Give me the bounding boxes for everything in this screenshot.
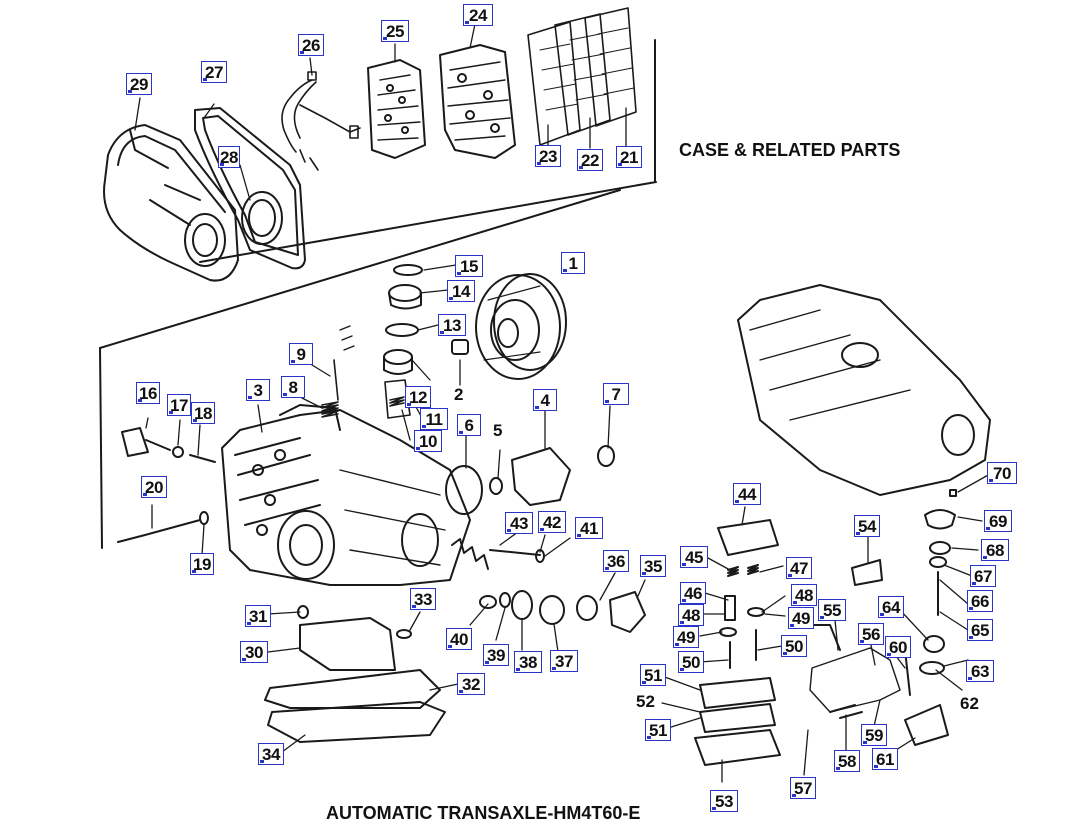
transaxle-case-drawing — [221, 404, 471, 586]
callout-56: 56 — [858, 623, 884, 645]
callout-46: 46 — [680, 582, 706, 604]
callout-19: 19 — [190, 553, 214, 575]
callout-13: 13 — [438, 314, 466, 336]
callout-14: 14 — [447, 280, 475, 302]
callout-51b: 51 — [645, 719, 671, 741]
callout-29: 29 — [126, 73, 152, 95]
callout-49a: 49 — [673, 626, 699, 648]
callout-32: 32 — [457, 673, 485, 695]
callout-65: 65 — [967, 619, 993, 641]
servo-parts-drawing — [451, 538, 646, 633]
pump-cover-drawing — [445, 445, 615, 515]
callout-66: 66 — [967, 590, 993, 612]
callout-17: 17 — [167, 394, 191, 416]
torque-converter-drawing — [475, 273, 567, 380]
callout-28: 28 — [218, 146, 240, 168]
callout-7: 7 — [603, 383, 629, 405]
callout-25: 25 — [381, 20, 409, 42]
section-title: CASE & RELATED PARTS — [679, 140, 901, 160]
callout-38: 38 — [514, 651, 542, 673]
callout-39: 39 — [483, 644, 509, 666]
callout-23: 23 — [535, 145, 561, 167]
accumulator-springs-drawing — [321, 359, 405, 418]
callout-8: 8 — [281, 376, 305, 398]
callout-63: 63 — [966, 660, 994, 682]
callout-54: 54 — [854, 515, 880, 537]
callout-59: 59 — [861, 724, 887, 746]
callout-33: 33 — [410, 588, 436, 610]
governor-parts-drawing — [804, 489, 957, 746]
callout-18: 18 — [191, 402, 215, 424]
callout-50a: 50 — [678, 651, 704, 673]
callout-58: 58 — [834, 750, 860, 772]
manual-shaft-drawing — [117, 427, 216, 543]
leader-lines — [134, 23, 991, 783]
bottom-pan-drawing — [264, 605, 446, 743]
callout-55: 55 — [818, 599, 846, 621]
callout-60: 60 — [885, 636, 911, 658]
callout-31: 31 — [245, 605, 271, 627]
callout-16: 16 — [136, 382, 160, 404]
callout-44: 44 — [733, 483, 761, 505]
callout-50b: 50 — [781, 635, 807, 657]
callout-57: 57 — [790, 777, 816, 799]
plain-label-62: 62 — [960, 694, 979, 713]
callout-45: 45 — [680, 546, 708, 568]
callout-11: 11 — [420, 408, 448, 430]
callout-40: 40 — [446, 628, 472, 650]
callout-41: 41 — [575, 517, 603, 539]
callout-67: 67 — [970, 565, 996, 587]
callout-64: 64 — [878, 596, 904, 618]
callout-3: 3 — [246, 379, 270, 401]
callout-69: 69 — [984, 510, 1012, 532]
channel-plate-drawing — [439, 44, 516, 159]
spacer-plates-drawing — [527, 7, 637, 146]
callout-49b: 49 — [788, 607, 814, 629]
divider-lines — [99, 39, 657, 549]
callout-4: 4 — [533, 389, 557, 411]
callout-47: 47 — [786, 557, 812, 579]
figure-caption: AUTOMATIC TRANSAXLE-HM4T60-E — [326, 803, 641, 823]
callout-12: 12 — [405, 386, 431, 408]
callout-51a: 51 — [640, 664, 666, 686]
callout-10: 10 — [414, 430, 442, 452]
case-housing-drawing — [737, 284, 991, 496]
valve-body-drawing — [367, 59, 426, 159]
callout-1: 1 — [561, 252, 585, 274]
plain-label-5: 5 — [493, 421, 503, 440]
cover-gasket-drawing — [194, 107, 306, 270]
callout-26: 26 — [298, 34, 324, 56]
callout-24: 24 — [463, 4, 493, 26]
callout-42: 42 — [538, 511, 566, 533]
callout-6: 6 — [457, 414, 481, 436]
callout-48b: 48 — [791, 584, 817, 606]
accumulator-assembly-drawing — [694, 519, 781, 766]
callout-43: 43 — [505, 512, 533, 534]
callout-68: 68 — [981, 539, 1009, 561]
callout-15: 15 — [455, 255, 483, 277]
callout-30: 30 — [240, 641, 268, 663]
plain-label-2: 2 — [454, 385, 464, 404]
callout-35: 35 — [640, 555, 666, 577]
callout-27: 27 — [201, 61, 227, 83]
plain-label-52: 52 — [636, 692, 655, 711]
callout-20: 20 — [141, 476, 167, 498]
callout-61: 61 — [872, 748, 898, 770]
callout-9: 9 — [289, 343, 313, 365]
callout-70: 70 — [987, 462, 1017, 484]
callout-36: 36 — [603, 550, 629, 572]
callout-22: 22 — [577, 149, 603, 171]
callout-53: 53 — [710, 790, 738, 812]
callout-34: 34 — [258, 743, 284, 765]
callout-48a: 48 — [678, 604, 704, 626]
callout-37: 37 — [550, 650, 578, 672]
callout-21: 21 — [616, 146, 642, 168]
wiring-harness-drawing — [281, 71, 361, 171]
